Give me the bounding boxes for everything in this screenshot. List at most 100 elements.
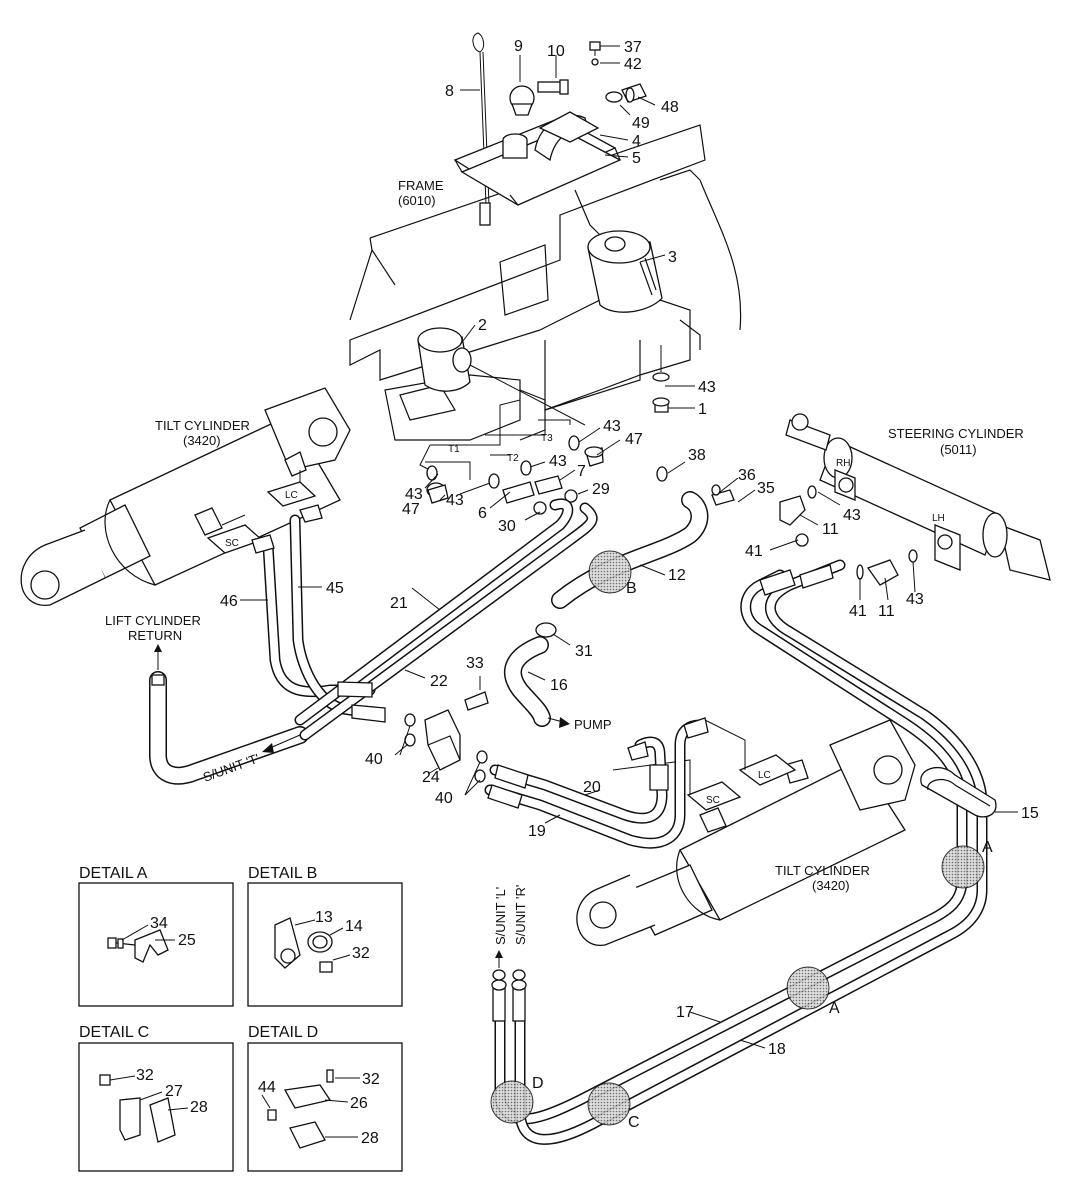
port-t2: T2 (507, 453, 519, 464)
detail-a-title: DETAIL A (79, 865, 148, 882)
callout-22: 22 (430, 673, 448, 690)
callout-2: 2 (478, 317, 487, 334)
callout-40b: 40 (435, 790, 453, 807)
callout-9: 9 (514, 38, 523, 55)
sunit-r-label: S/UNIT 'R' (513, 885, 528, 945)
port-t1: T1 (448, 444, 460, 455)
port-fittings (426, 435, 668, 515)
callout-11a: 11 (822, 521, 839, 538)
tilt-cylinder-right-label: TILT CYLINDER (775, 863, 870, 878)
callout-43f: 43 (843, 507, 861, 524)
detail-a-part-25: 25 (178, 932, 196, 949)
lift-return-label-2: RETURN (128, 628, 182, 643)
detail-b-part-14: 14 (345, 918, 363, 935)
drain-plug (652, 345, 670, 413)
callout-38: 38 (688, 447, 706, 464)
tag-sc-left: SC (225, 538, 239, 549)
tilt-cylinder-right-code: (3420) (812, 878, 850, 893)
tag-lc-left: LC (285, 490, 298, 501)
detail-a-parts (107, 924, 175, 963)
callout-47a: 47 (625, 431, 643, 448)
detail-d-part-26: 26 (350, 1095, 368, 1112)
detail-a-part-34: 34 (150, 915, 168, 932)
callout-1: 1 (698, 401, 707, 418)
callout-40a: 40 (365, 751, 383, 768)
flow-arrows (154, 644, 570, 968)
detail-c-parts (99, 1074, 189, 1143)
hose-clamps (535, 622, 997, 818)
frame-code: (6010) (398, 193, 436, 208)
steering-cylinder (785, 413, 1051, 581)
detail-b-part-32: 32 (352, 945, 370, 962)
detail-b-title: DETAIL B (248, 865, 317, 882)
frame-label: FRAME (398, 178, 444, 193)
callout-18: 18 (768, 1041, 786, 1058)
detail-locator-circles (490, 550, 985, 1126)
zone-b: B (626, 580, 637, 597)
tank-cover-assembly (453, 41, 647, 241)
callout-37: 37 (624, 39, 642, 56)
tilt-cylinder-left-label: TILT CYLINDER (155, 418, 250, 433)
tag-sc-right: SC (706, 795, 720, 806)
detail-c-part-28: 28 (190, 1099, 208, 1116)
tag-rh: RH (836, 458, 850, 469)
detail-d-parts (261, 1069, 360, 1149)
callout-41a: 41 (745, 543, 763, 560)
callout-45: 45 (326, 580, 344, 597)
callout-24: 24 (422, 769, 440, 786)
lift-return-label-1: LIFT CYLINDER (105, 613, 201, 628)
detail-d-part-44: 44 (258, 1079, 276, 1096)
callout-49: 49 (632, 115, 650, 132)
locator-c (587, 1082, 631, 1126)
callout-6: 6 (478, 505, 487, 522)
callout-43e: 43 (446, 492, 464, 509)
tag-lh: LH (932, 513, 945, 524)
callout-15: 15 (1021, 805, 1039, 822)
locator-d (490, 1080, 534, 1124)
hose-fittings (151, 504, 834, 1022)
port-leaders (419, 399, 571, 480)
zone-a2: A (829, 1000, 840, 1017)
callout-21: 21 (390, 595, 408, 612)
callout-19: 19 (528, 823, 546, 840)
sunit-l-label: S/UNIT 'L' (493, 887, 508, 945)
steering-cylinder-code: (5011) (940, 442, 977, 457)
locator-a2 (786, 966, 830, 1010)
callout-43c: 43 (549, 453, 567, 470)
callout-leaders (240, 45, 1018, 1049)
callout-33: 33 (466, 655, 484, 672)
tag-lc-right: LC (758, 770, 771, 781)
callout-5: 5 (632, 150, 641, 167)
locator-b (588, 550, 632, 594)
detail-c-title: DETAIL C (79, 1024, 149, 1041)
callout-46: 46 (220, 593, 238, 610)
callout-4: 4 (632, 133, 641, 150)
callout-31: 31 (575, 643, 593, 660)
detail-d-box (247, 1042, 403, 1172)
suction-strainer (417, 327, 586, 426)
frame-outline (349, 124, 742, 441)
locator-a1 (941, 845, 985, 889)
callout-43a: 43 (698, 379, 716, 396)
detail-d-part-32: 32 (362, 1071, 380, 1088)
pump-label: PUMP (574, 717, 612, 732)
tilt-cylinder-left-code: (3420) (183, 433, 221, 448)
callout-10: 10 (547, 43, 565, 60)
detail-d-title: DETAIL D (248, 1024, 318, 1041)
callout-43g: 43 (906, 591, 924, 608)
zone-c: C (628, 1114, 640, 1131)
callout-29: 29 (592, 481, 610, 498)
port-t3: T3 (541, 433, 553, 444)
callout-8: 8 (445, 83, 454, 100)
callout-30: 30 (498, 518, 516, 535)
callout-17: 17 (676, 1004, 694, 1021)
dipstick (472, 32, 491, 226)
zone-d: D (532, 1075, 544, 1092)
detail-c-part-27: 27 (165, 1083, 183, 1100)
steering-cylinder-label: STEERING CYLINDER (888, 426, 1024, 441)
callout-43b: 43 (603, 418, 621, 435)
tilt-cylinder-right (576, 719, 916, 946)
sc-lc-tags-right (612, 719, 797, 811)
callout-12: 12 (668, 567, 686, 584)
